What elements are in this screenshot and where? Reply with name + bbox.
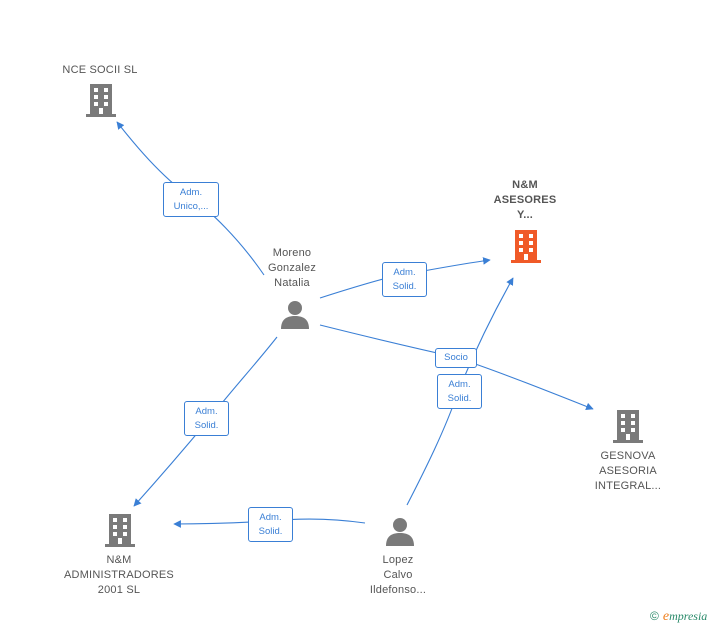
node-label-line: ASESORES bbox=[493, 194, 557, 206]
node-label-line: Moreno bbox=[272, 247, 312, 259]
edge-label-line: Solid. bbox=[194, 420, 219, 431]
node-label-text: NCE SOCII SL bbox=[62, 64, 138, 76]
edge-label-moreno-nm-asesores[interactable]: Adm. Solid. bbox=[382, 262, 427, 297]
edge-label-line: Adm. bbox=[448, 379, 471, 390]
edge-label-line: Unico,... bbox=[173, 201, 209, 212]
node-label-moreno[interactable]: Moreno Gonzalez Natalia bbox=[245, 246, 339, 291]
node-label-line: Natalia bbox=[274, 277, 310, 289]
edge-label-lopez-nm-admin[interactable]: Adm. Solid. bbox=[248, 507, 293, 542]
building-icon bbox=[511, 230, 541, 263]
node-label-lopez[interactable]: Lopez Calvo Ildefonso... bbox=[350, 553, 446, 598]
edge-label-moreno-gesnova[interactable]: Socio bbox=[435, 348, 477, 368]
node-label-nce-socii[interactable]: NCE SOCII SL bbox=[40, 63, 160, 78]
edge-label-lopez-nm-asesores[interactable]: Adm. Solid. bbox=[437, 374, 482, 409]
node-label-line: Y... bbox=[516, 209, 534, 221]
node-label-nm-admin[interactable]: N&M ADMINISTRADORES 2001 SL bbox=[54, 553, 184, 598]
edge-label-line: Solid. bbox=[392, 281, 417, 292]
edge-label-line: Socio bbox=[444, 352, 468, 363]
node-label-line: ADMINISTRADORES bbox=[64, 569, 174, 581]
edge-label-line: Adm. bbox=[179, 187, 203, 198]
node-label-line: ASESORIA bbox=[599, 465, 657, 477]
node-label-nm-asesores[interactable]: N&M ASESORES Y... bbox=[470, 178, 580, 223]
node-label-line: Gonzalez bbox=[267, 262, 317, 274]
node-label-line: Lopez bbox=[382, 554, 414, 566]
node-label-line: Calvo bbox=[383, 569, 413, 581]
edge-label-line: Solid. bbox=[447, 393, 472, 404]
node-label-gesnova[interactable]: GESNOVA ASESORIA INTEGRAL... bbox=[576, 449, 680, 494]
brand-logo[interactable]: ©empresia bbox=[650, 609, 707, 625]
node-label-line: INTEGRAL... bbox=[594, 480, 662, 492]
brand-name: mpresia bbox=[669, 609, 708, 623]
edge-label-line: Solid. bbox=[258, 526, 283, 537]
node-label-line: N&M bbox=[512, 179, 538, 191]
building-icon bbox=[613, 410, 643, 443]
building-icon bbox=[105, 514, 135, 547]
person-icon bbox=[386, 518, 414, 546]
person-icon bbox=[281, 301, 309, 329]
node-label-line: Ildefonso... bbox=[369, 584, 427, 596]
node-label-line: N&M bbox=[106, 554, 132, 566]
node-label-line: 2001 SL bbox=[97, 584, 141, 596]
copyright-icon: © bbox=[650, 609, 659, 623]
brand-initial: e bbox=[662, 609, 670, 624]
edge-label-moreno-nm-admin[interactable]: Adm. Solid. bbox=[184, 401, 229, 436]
edge-label-line: Adm. bbox=[259, 512, 282, 523]
edge-label-line: Adm. bbox=[393, 267, 416, 278]
edge-label-line: Adm. bbox=[195, 406, 218, 417]
node-label-line: GESNOVA bbox=[600, 450, 656, 462]
edge-label-moreno-nce-socii[interactable]: Adm. Unico,... bbox=[163, 182, 219, 217]
building-icon bbox=[86, 84, 116, 117]
